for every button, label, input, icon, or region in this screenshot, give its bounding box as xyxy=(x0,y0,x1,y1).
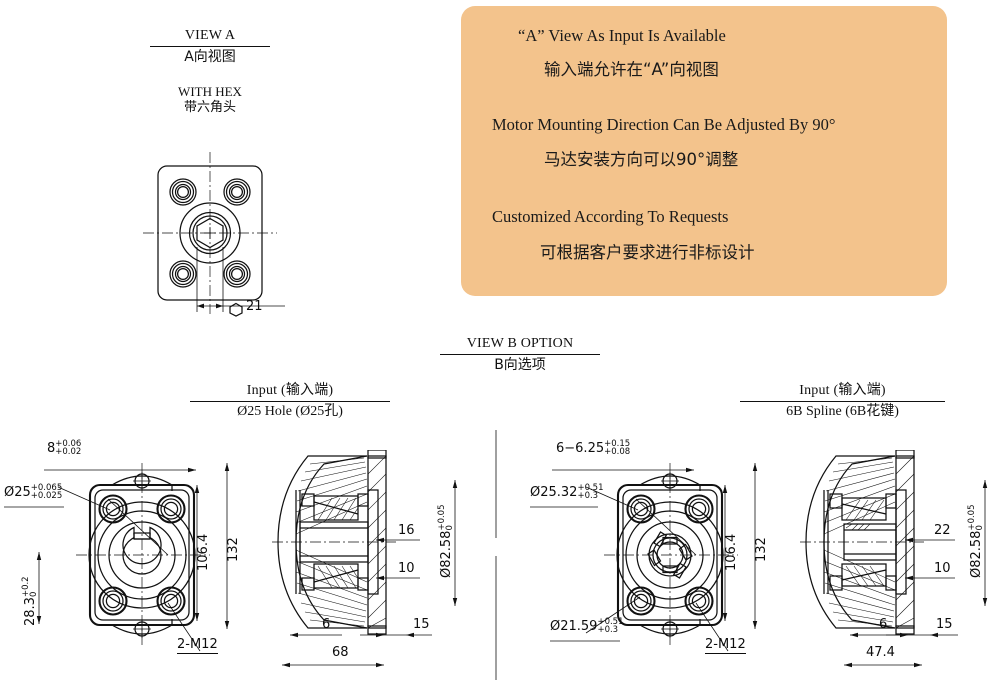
right-face-view-drawing xyxy=(585,463,738,652)
hexagon-symbol-icon xyxy=(229,302,243,317)
right-variant-header: Input (输入端) 6B Spline (6B花键) xyxy=(740,383,945,420)
left-variant-header: Input (输入端) Ø25 Hole (Ø25孔) xyxy=(190,383,390,420)
right-dim-spline-teeth: 6−6.25+0.15+0.08 xyxy=(556,438,631,458)
right-dim-minor-dia-prefix: Ø xyxy=(550,619,561,635)
panel-divider xyxy=(495,430,497,680)
right-dim-spline-teeth-line xyxy=(552,467,694,473)
right-variant-header-rule xyxy=(740,400,945,402)
left-dim-bolt-spacing-base: 8 xyxy=(47,441,56,457)
left-dim-pilot-depth-line xyxy=(376,575,420,581)
view-a-subtitle-cn: 带六角头 xyxy=(183,100,236,116)
right-variant-header-en: Input (输入端) xyxy=(799,383,886,398)
right-dim-spline-teeth-lower: +0.08 xyxy=(604,447,631,458)
left-dim-spigot: 15 xyxy=(413,617,430,632)
view-b-title: VIEW B OPTION B向选项 xyxy=(440,336,600,373)
view-a-drawing xyxy=(143,152,285,314)
right-dim-spline-teeth-upper: +0.15 xyxy=(604,438,631,449)
view-a-title-en: VIEW A xyxy=(184,28,236,43)
view-a-title: VIEW A A向视图 xyxy=(150,28,270,65)
left-variant-header-rule xyxy=(190,400,390,402)
right-dim-flange-line xyxy=(752,463,758,629)
left-dim-overall-line xyxy=(282,662,384,668)
left-dim-spigot-line xyxy=(360,632,432,638)
left-dim-bolt-spacing: 8+0.06+0.02 xyxy=(47,438,82,458)
right-dim-spigot-line xyxy=(886,632,958,638)
right-dim-pilot-dia-line xyxy=(982,480,988,606)
left-dim-pcd-line xyxy=(194,485,200,621)
left-section-view-drawing xyxy=(272,450,396,635)
left-dim-flange-thk: 6 xyxy=(322,617,331,632)
left-dim-pilot-depth: 10 xyxy=(398,561,415,576)
callout-line-2-en: Motor Mounting Direction Can Be Adjusted… xyxy=(492,115,836,134)
view-a-hex-value: 21 xyxy=(246,299,263,314)
features-callout-box: “A” View As Input Is Available 输入端允许在“A”… xyxy=(461,6,947,296)
right-dim-flange-thk: 6 xyxy=(879,617,888,632)
right-dim-thread: 2-M12 xyxy=(705,637,746,654)
right-dim-spigot: 15 xyxy=(936,617,953,632)
right-dim-pcd-line xyxy=(722,485,728,621)
right-variant-header-cn: 6B Spline (6B花键) xyxy=(786,403,899,419)
callout-line-3-cn: 可根据客户要求进行非标设计 xyxy=(540,243,755,262)
right-dim-minor-dia-upper: +0.51 xyxy=(597,616,624,627)
view-b-title-cn: B向选项 xyxy=(494,356,546,373)
right-dim-major-dia: Ø25.32+0.51+0.3 xyxy=(530,482,604,502)
left-dim-bolt-spacing-line xyxy=(44,467,196,473)
right-dim-major-dia-lower: +0.3 xyxy=(577,491,599,502)
left-dim-overall: 68 xyxy=(332,645,349,660)
right-dim-spline-teeth-base: 6−6.25 xyxy=(556,441,605,457)
right-dim-shaft-len-line xyxy=(905,537,955,543)
left-dim-thread: 2-M12 xyxy=(177,637,218,654)
right-section-view-drawing xyxy=(800,450,924,635)
right-dim-major-dia-prefix: Ø xyxy=(530,485,541,501)
left-dim-key-height-line xyxy=(36,552,42,624)
view-b-title-rule xyxy=(440,353,600,355)
left-dim-bore-leader xyxy=(4,506,64,508)
right-dim-minor-dia-base: 21.59 xyxy=(560,619,598,635)
left-variant-header-en: Input (输入端) xyxy=(246,383,334,398)
view-a-subtitle-en: WITH HEX xyxy=(178,84,242,99)
left-dim-bolt-spacing-lower: +0.02 xyxy=(55,447,82,458)
right-dim-shaft-len: 22 xyxy=(934,523,951,538)
view-b-title-en: VIEW B OPTION xyxy=(466,336,574,351)
callout-line-1-en: “A” View As Input Is Available xyxy=(518,26,726,45)
right-dim-overall: 47.4 xyxy=(866,645,895,660)
right-dim-minor-dia-lower: +0.3 xyxy=(597,625,619,636)
left-dim-bore-lower: +0.025 xyxy=(30,491,63,502)
right-dim-pilot-depth: 10 xyxy=(934,561,951,576)
left-face-view-drawing xyxy=(57,463,210,652)
right-dim-overall-line xyxy=(844,662,922,668)
left-dim-bore: Ø25+0.065+0.025 xyxy=(4,482,63,502)
callout-line-3-en: Customized According To Requests xyxy=(492,207,729,226)
view-a-title-rule xyxy=(150,45,270,47)
left-dim-bolt-spacing-upper: +0.06 xyxy=(55,438,82,449)
view-a-subtitle: WITH HEX 带六角头 xyxy=(150,84,270,117)
right-dim-minor-dia-leader xyxy=(550,640,620,642)
left-variant-header-cn: Ø25 Hole (Ø25孔) xyxy=(237,403,343,419)
left-dim-flange-line xyxy=(224,463,230,629)
right-dim-major-dia-upper: +0.51 xyxy=(577,482,604,493)
left-dim-shaft-len: 16 xyxy=(398,523,415,538)
right-dim-major-dia-leader xyxy=(530,506,598,508)
left-dim-bore-prefix: Ø xyxy=(4,485,15,501)
left-dim-bore-upper: +0.065 xyxy=(30,482,63,493)
left-dim-bore-base: 25 xyxy=(14,485,31,501)
left-dim-shaft-len-line xyxy=(376,537,420,543)
view-a-title-cn: A向视图 xyxy=(184,48,236,65)
right-dim-pilot-depth-line xyxy=(905,575,955,581)
callout-line-1-cn: 输入端允许在“A”向视图 xyxy=(544,60,719,79)
left-dim-flange-thk-line xyxy=(290,632,342,638)
right-dim-minor-dia: Ø21.59+0.51+0.3 xyxy=(550,616,624,636)
callout-line-2-cn: 马达安装方向可以90°调整 xyxy=(544,150,739,169)
left-dim-pilot-dia-line xyxy=(452,480,458,606)
right-dim-major-dia-base: 25.32 xyxy=(540,485,578,501)
